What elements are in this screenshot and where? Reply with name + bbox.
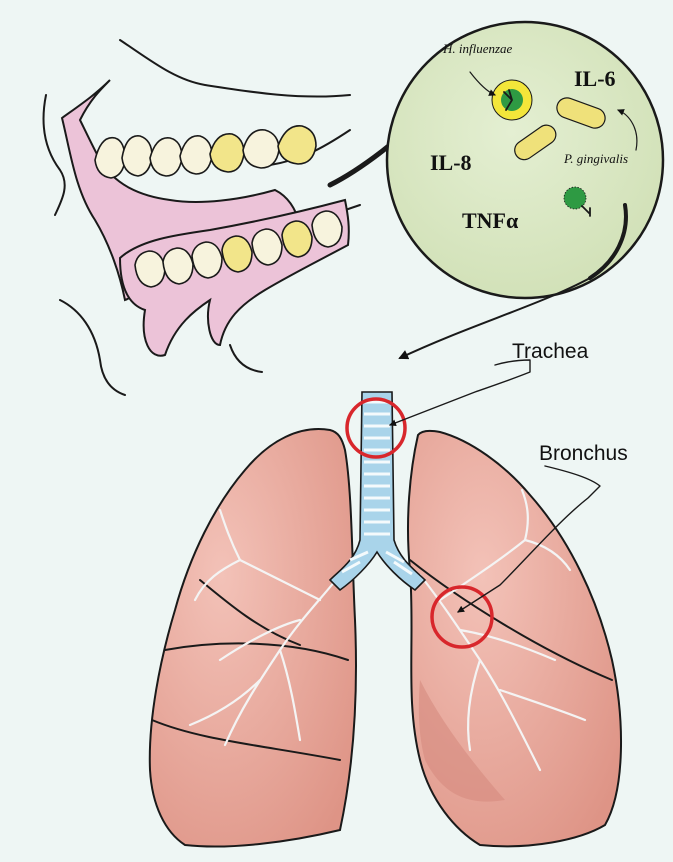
trachea-label: Trachea (512, 340, 589, 363)
il8-label: IL-8 (430, 150, 472, 175)
upper-teeth (95, 126, 316, 178)
p-gingivalis-label: P. gingivalis (563, 151, 628, 166)
h-influenzae-bacterium (492, 80, 532, 120)
right-lung (150, 429, 356, 846)
trachea-leader-line (390, 360, 530, 425)
bronchus-label: Bronchus (539, 442, 628, 465)
il6-label: IL-6 (574, 66, 616, 91)
tnf-label: TNFα (462, 208, 519, 233)
microbe-inset: H. influenzae IL-6 IL-8 P. gingivalis TN… (387, 22, 663, 298)
h-influenzae-label: H. influenzae (442, 41, 513, 56)
denture-illustration (44, 40, 360, 395)
